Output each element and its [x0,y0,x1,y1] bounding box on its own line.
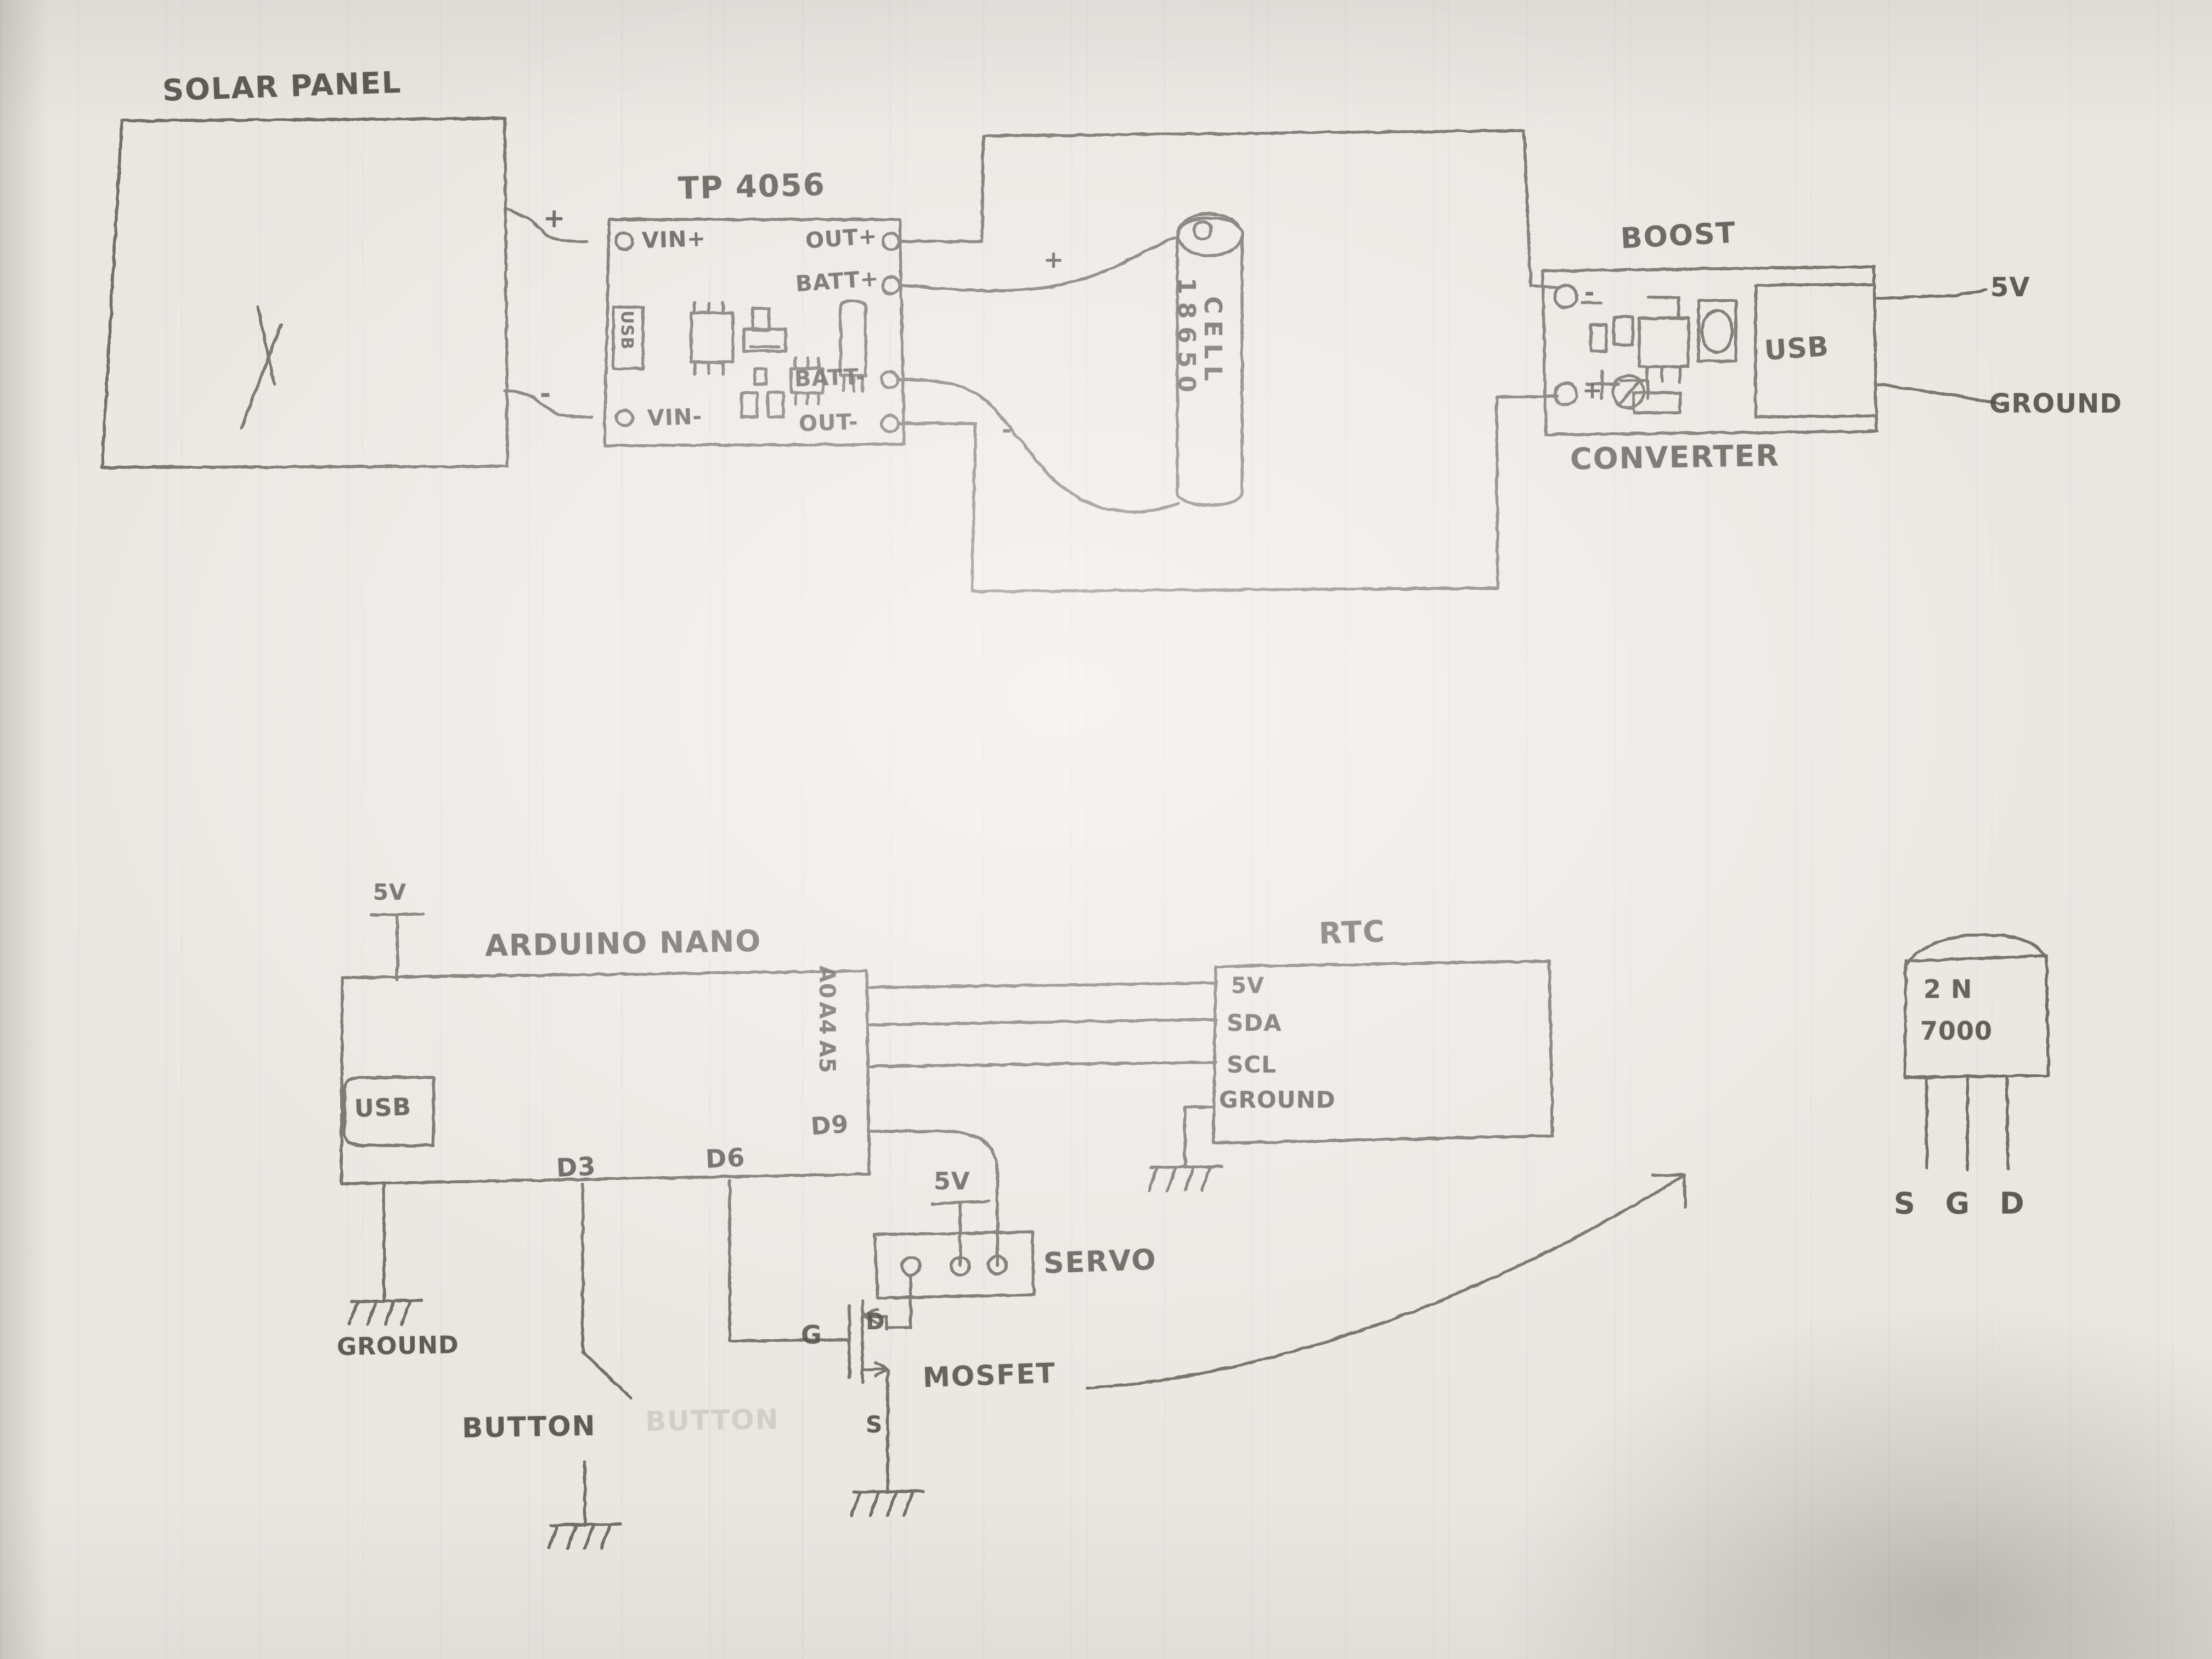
arduino-pin-a5: A5 [814,1040,839,1074]
tp4056-pin-vin-minus: VIN- [647,404,703,431]
wire-boost-5v-out [1875,288,1988,300]
rtc-pin-ground: GROUND [1219,1086,1336,1113]
wire-a0-to-rtc-5v [867,981,1217,989]
button-label: BUTTON [461,1409,596,1444]
battery-plus-label: + [1043,246,1064,274]
battery-minus-label: - [1002,416,1013,444]
mosfet-pin-gate: G [801,1320,822,1350]
transistor-part-line1: 2 N [1923,974,1973,1004]
arduino-usb-label: USB [354,1093,412,1123]
wire-boost-ground-out [1875,382,2004,407]
rtc-ground-wire [1147,1105,1223,1192]
arduino-5v-supply-label: 5V [373,880,407,905]
wire-out-minus-to-boost [898,394,1559,593]
tp4056-pin-batt-minus: BATT- [794,364,866,392]
boost-converter-title-top: BOOST [1620,216,1737,256]
boost-usb-label: USB [1763,330,1830,367]
mosfet-pin-source: S [866,1411,883,1438]
wire-button-to-ground [547,1461,622,1550]
rtc-pin-5v: 5V [1231,973,1265,998]
wire-a4-to-rtc-sda [867,1018,1217,1026]
boost-output-5v-label: 5V [1990,272,2030,303]
solar-panel-body [100,117,509,469]
tp4056-title: TP 4056 [678,167,826,207]
button-label-erased: BUTTON [645,1403,780,1438]
rtc-pin-scl: SCL [1227,1051,1277,1078]
tp4056-usb-label: USB [617,311,636,350]
arduino-5v-rail [369,912,425,981]
rtc-title: RTC [1318,913,1386,951]
button-switch-arm [581,1350,633,1400]
tp4056-pin-out-plus: OUT+ [804,223,878,254]
boost-output-ground-label: GROUND [1989,388,2123,419]
wire-out-plus-to-boost [898,129,1559,289]
wire-servo-to-mosfet-drain [885,1273,912,1329]
rtc-pin-sda: SDA [1227,1009,1282,1036]
wire-batt-minus-to-battery [898,378,1180,514]
arduino-pin-d6: D6 [704,1142,746,1174]
arduino-pin-a0: A0 [814,966,839,999]
solar-minus-terminal-label: - [540,379,552,409]
arduino-nano-title: ARDUINO NANO [484,923,762,963]
mosfet-symbol [848,1300,924,1517]
mosfet-pin-drain: D [866,1308,885,1335]
boost-converter-title-bottom: CONVERTER [1570,438,1780,477]
servo-label: SERVO [1043,1243,1158,1280]
mosfet-pinout-pointer-arrow [1086,1173,1687,1390]
arduino-pin-d3: D3 [555,1151,597,1183]
boost-input-minus-label: - [1584,279,1595,307]
transistor-pinout-diagram [1903,933,2050,1171]
arduino-nano-body [340,969,871,1186]
arduino-ground-label: GROUND [336,1331,459,1361]
solar-plus-terminal-label: + [543,203,567,234]
tp4056-pin-out-minus: OUT- [798,409,859,437]
wire-batt-plus-to-battery [898,235,1179,292]
wire-d6-to-mosfet-gate [728,1179,851,1342]
tp4056-pin-vin-plus: VIN+ [641,225,707,254]
servo-body [873,1231,1035,1300]
servo-5v-supply-label: 5V [934,1167,970,1195]
battery-cell-word: CELL [1199,296,1227,388]
arduino-ground [347,1181,423,1326]
boost-input-plus-label: + [1582,376,1603,404]
mosfet-label: MOSFET [922,1357,1057,1394]
transistor-part-line2: 7000 [1920,1016,1993,1046]
battery-model-number: 18650 [1172,278,1200,400]
arduino-pin-d9: D9 [810,1110,850,1141]
arduino-pin-a4: A4 [814,1002,839,1035]
wire-a5-to-rtc-scl [867,1060,1217,1068]
wire-d9-to-servo-signal [867,1130,999,1267]
transistor-pin-labels: S G D [1894,1186,2034,1221]
